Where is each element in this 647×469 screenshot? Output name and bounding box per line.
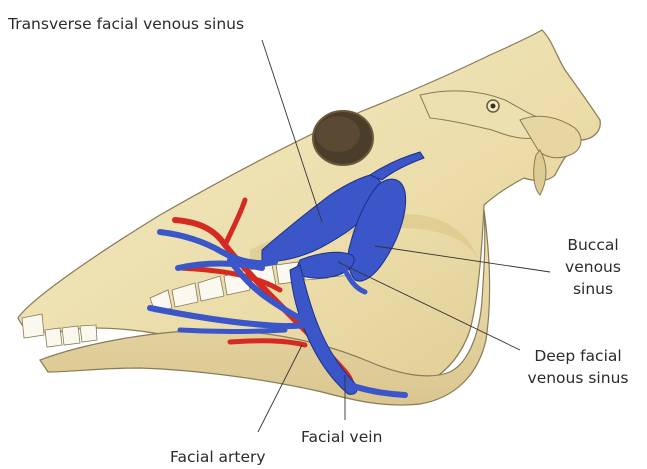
label-deep-facial-venous-sinus: Deep facial venous sinus (516, 346, 640, 388)
orbit-inner (316, 116, 360, 152)
label-buccal-line-1: Buccal (548, 235, 638, 255)
label-buccal-line-3: sinus (548, 279, 638, 299)
label-deep-line-1: Deep facial (516, 346, 640, 366)
label-buccal-venous-sinus: Buccal venous sinus (548, 235, 638, 299)
label-transverse-facial-venous-sinus: Transverse facial venous sinus (8, 14, 244, 34)
ear-canal-hole (491, 104, 496, 109)
label-buccal-line-2: venous (548, 257, 638, 277)
label-facial-artery: Facial artery (170, 447, 266, 467)
label-facial-vein: Facial vein (301, 427, 382, 447)
label-deep-line-2: venous sinus (516, 368, 640, 388)
